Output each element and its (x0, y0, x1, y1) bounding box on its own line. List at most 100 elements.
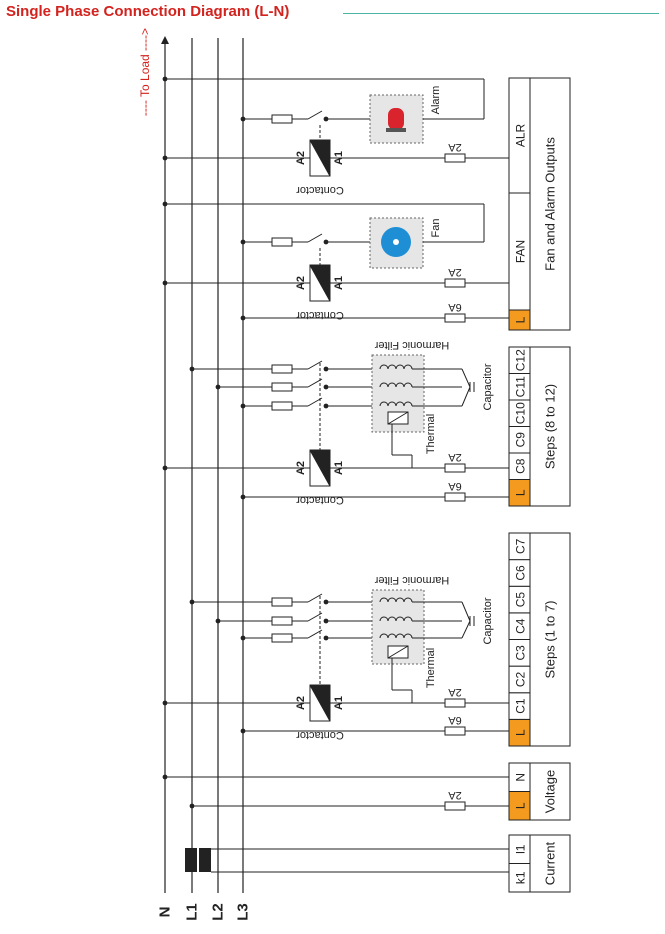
terminal-label: C1 (514, 698, 528, 714)
header: Single Phase Connection Diagram (L-N) (6, 3, 659, 23)
bus-arrow (161, 36, 169, 44)
fuse (271, 616, 293, 626)
filter-inductor (379, 616, 413, 622)
ct-core (199, 848, 211, 872)
fuse (444, 278, 466, 288)
terminal-label: C8 (514, 458, 528, 474)
filter-inductor (379, 401, 413, 407)
contactor-switch (307, 612, 323, 622)
contactor-diagonal (309, 449, 331, 487)
fuse (444, 492, 466, 502)
fuse-rating: 6A (448, 301, 462, 313)
thermal-label: Thermal (425, 648, 437, 688)
terminal-label: C11 (514, 376, 528, 397)
fan-switch (307, 233, 323, 243)
terminal-alr (508, 77, 531, 194)
junction-dot (162, 774, 168, 780)
junction-dot (240, 494, 246, 500)
fuse-rating: 6A (448, 480, 462, 492)
bus-label-n: N (157, 907, 174, 918)
bus-label-l3: L3 (235, 903, 252, 921)
junction-dot (240, 635, 246, 641)
contactor-diagonal (309, 264, 331, 302)
fuse (271, 633, 293, 643)
terminal-label: N (514, 773, 528, 782)
junction-dot (189, 599, 195, 605)
junction-dot (162, 465, 168, 471)
junction-dot (215, 618, 221, 624)
ct-core (185, 848, 197, 872)
contactor-label: Contactor (296, 184, 344, 196)
fuse (271, 364, 293, 374)
alarm-switch (307, 110, 323, 120)
terminal-label: k1 (514, 871, 528, 884)
fuse (271, 401, 293, 411)
fan-label: Fan (430, 219, 442, 238)
steps-8-12-block-label: Steps (8 to 12) (543, 384, 558, 469)
contactor-diagonal (309, 684, 331, 722)
contactor-a2: A2 (295, 276, 307, 290)
contactor-diagonal (309, 139, 331, 177)
terminal-c7 (508, 532, 531, 561)
bus-label-l1: L1 (184, 903, 201, 921)
junction-dot (189, 803, 195, 809)
junction-dot (215, 384, 221, 390)
terminal-c12 (508, 346, 531, 374)
fuse-rating: 2A (448, 686, 462, 698)
terminal-label: C5 (514, 592, 528, 608)
capacitor-label: Capacitor (482, 363, 494, 410)
alarm-label: Alarm (430, 86, 442, 115)
junction-dot (162, 700, 168, 706)
contactor-switch (307, 360, 323, 370)
contactor-a2: A2 (295, 461, 307, 475)
terminal-label: l1 (514, 844, 528, 854)
capacitor-wire (461, 601, 471, 639)
contactor-label: Contactor (296, 309, 344, 321)
bus-label-l2: L2 (210, 903, 227, 921)
terminal-label: C9 (514, 432, 528, 448)
current-block-label: Current (543, 841, 558, 885)
title-rule (343, 13, 659, 14)
terminal-label: L (514, 316, 528, 323)
steps-1-7-block-label: Steps (1 to 7) (543, 600, 558, 678)
filter-inductor (379, 633, 413, 639)
capacitor-label: Capacitor (482, 597, 494, 644)
junction-dot (162, 76, 168, 82)
fuse (271, 382, 293, 392)
fan-alarm-block-label: Fan and Alarm Outputs (543, 137, 558, 271)
junction-dot (240, 403, 246, 409)
filter-inductor (379, 382, 413, 388)
fuse (444, 801, 466, 811)
fuse (444, 463, 466, 473)
thermal-label: Thermal (425, 414, 437, 454)
junction-dot (162, 280, 168, 286)
filter-inductor (379, 364, 413, 370)
terminal-label: FAN (514, 240, 528, 263)
thermal-diag (387, 411, 409, 425)
diagram-title: Single Phase Connection Diagram (L-N) (6, 3, 290, 20)
junction-dot (189, 366, 195, 372)
voltage-block-label: Voltage (543, 770, 558, 813)
terminal-label: C7 (514, 538, 528, 554)
junction-dot (162, 155, 168, 161)
terminal-label: L (514, 489, 528, 496)
fuse (444, 313, 466, 323)
terminal-label: C10 (514, 402, 528, 424)
fuse-rating: 2A (448, 789, 462, 801)
junction-dot (240, 116, 246, 122)
junction-dot (240, 728, 246, 734)
contactor-a2: A2 (295, 696, 307, 710)
alarm-icon (388, 108, 404, 130)
terminal-label: C4 (514, 618, 528, 634)
fuse (444, 153, 466, 163)
terminal-label: L (514, 729, 528, 736)
capacitor-wire (461, 368, 471, 407)
to-load-label: ---- To Load ----> (138, 28, 152, 116)
harmonic-filter-label: Harmonic Filter (374, 339, 449, 351)
thermal-diag (387, 645, 409, 659)
filter-inductor (379, 597, 413, 603)
junction-dot (240, 315, 246, 321)
junction-dot (240, 239, 246, 245)
contactor-label: Contactor (296, 729, 344, 741)
